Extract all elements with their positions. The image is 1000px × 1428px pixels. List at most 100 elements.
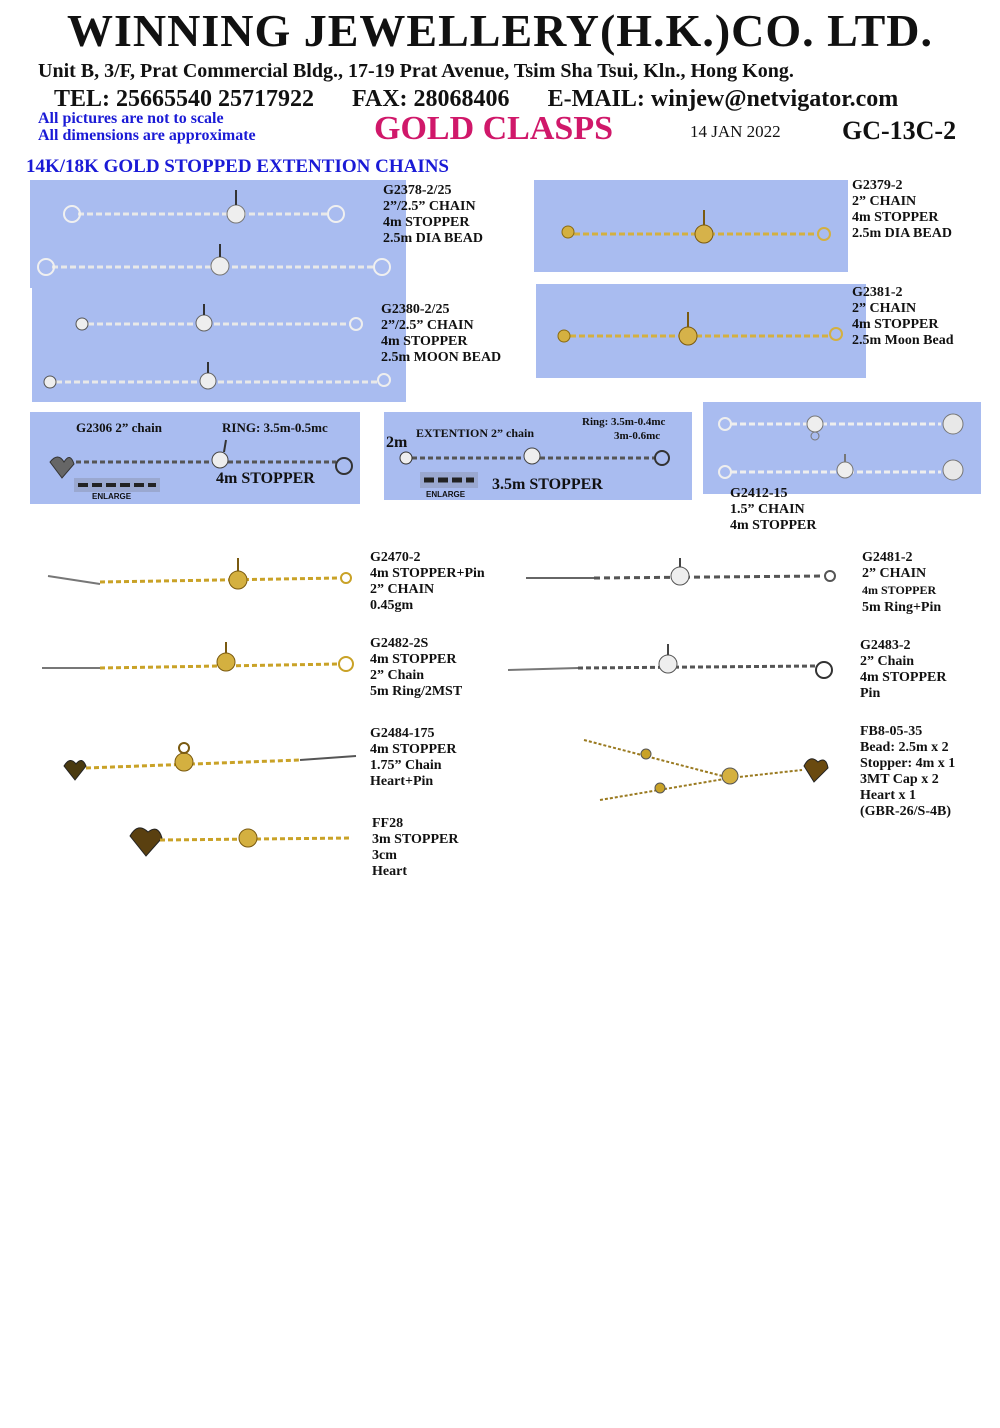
caption-g2380: G2380-2/25 2”/2.5” CHAIN 4m STOPPER 2.5m… [381,302,501,366]
section-title: 14K/18K GOLD STOPPED EXTENTION CHAINS [26,156,450,177]
spec-line: 4m STOPPER [852,210,939,225]
catalog-date: 14 JAN 2022 [690,122,781,141]
product-code: G2378-2/25 [383,183,452,198]
illustration-g2482 [42,642,354,672]
spec-line: 4m STOPPER [381,334,468,349]
caption-g2378: G2378-2/25 2”/2.5” CHAIN 4m STOPPER 2.5m… [383,183,483,247]
product-code: G2412-15 [730,486,788,501]
spec-line: 0.45gm [370,598,414,613]
product-photo-g2412 [703,402,981,494]
product-photo-g2379 [534,180,848,272]
product-code: G2380-2/25 [381,302,450,317]
enlarge-label: ENLARGE [92,492,132,501]
chain-illustration [49,439,353,492]
caption-g2482: G2482-2S 4m STOPPER 2” Chain 5m Ring/2MS… [370,636,462,700]
enlarge-label: ENLARGE [426,490,466,499]
product-code: G2483-2 [860,638,911,653]
spec-line: 2” Chain [370,668,425,683]
product-code: G2379-2 [852,178,903,193]
company-address: Unit B, 3/F, Prat Commercial Bldg., 17-1… [38,60,794,82]
chain-illustration [43,304,391,390]
spec-line: 2” Chain [860,654,915,669]
spec-line: (GBR-26/S-4B) [860,804,951,819]
spec-line: 2”/2.5” CHAIN [381,318,474,333]
spec-line: 2”/2.5” CHAIN [383,199,476,214]
chain-illustration [561,210,831,244]
stopper-spec: 3.5m STOPPER [492,476,603,493]
ring-spec: RING: 3.5m-0.5mc [222,420,328,435]
illustration-ff28 [129,827,353,857]
spec-line: 5m Ring+Pin [862,600,942,615]
spec-line: 1.5” CHAIN [730,502,805,517]
product-code: FF28 [372,816,404,831]
illustration-fb8 [583,739,829,801]
spec-line: 2.5m Moon Bead [852,333,954,348]
product-code: G2381-2 [852,285,903,300]
spec-line: Pin [860,686,881,701]
product-photo-g2306: G2306 2” chain RING: 3.5m-0.5mc 4m STOPP… [30,412,360,504]
product-code: G2482-2S [370,636,429,651]
spec-line: Heart+Pin [370,774,434,789]
spec-line: 4m STOPPER [852,317,939,332]
spec-line: 4m STOPPER [860,670,947,685]
spec-line: Heart x 1 [860,788,916,803]
ring-spec: 3m-0.6mc [614,430,661,442]
product-code: G2481-2 [862,550,913,565]
spec-line: 2” CHAIN [370,582,435,597]
caption-g2379: G2379-2 2” CHAIN 4m STOPPER 2.5m DIA BEA… [852,178,952,242]
spec-line: 2.5m DIA BEAD [383,231,483,246]
caption-g2483: G2483-2 2” Chain 4m STOPPER Pin [860,638,946,702]
spec-line: 2” CHAIN [852,194,917,209]
spec-line: 4m STOPPER+Pin [370,566,485,581]
product-photo-g2380 [32,288,406,402]
caption-g2470: G2470-2 4m STOPPER+Pin 2” CHAIN 0.45gm [370,550,485,614]
contact-line: TEL: 25665540 25717922 FAX: 28068406 E-MAI… [54,86,898,113]
spec-line: 2.5m MOON BEAD [381,350,502,365]
product-code: G2470-2 [370,550,421,565]
spec-line: 4m STOPPER [862,583,937,597]
spec-line: 2” CHAIN [862,566,927,581]
caption-g2484: G2484-175 4m STOPPER 1.75” Chain Heart+P… [370,726,456,790]
caption-g2412: G2412-15 1.5” CHAIN 4m STOPPER [730,486,816,534]
caption-g2481: G2481-2 2” CHAIN 4m STOPPER 5m Ring+Pin [862,550,941,616]
chain-illustration [37,190,391,276]
telephone: TEL: 25665540 25717922 [54,86,315,112]
chain-illustration [718,413,964,481]
caption-ff28: FF28 3m STOPPER 3cm Heart [372,816,458,880]
spec-line: 3m STOPPER [372,832,459,847]
product-photo-g2381 [536,284,866,378]
product-code: G2484-175 [370,726,435,741]
spec-line: 4m STOPPER [370,742,457,757]
catalog-title: GOLD CLASPS [374,110,613,147]
spec-line: Stopper: 4m x 1 [860,756,956,771]
note-scale: All pictures are not to scale [38,110,224,127]
company-name: WINNING JEWELLERY(H.K.)CO. LTD. [66,5,934,56]
product-photo-g2378 [30,180,406,288]
chain-illustration [399,447,670,488]
spec-line: 5m Ring/2MST [370,684,463,699]
spec-line: 3MT Cap x 2 [860,772,939,787]
spec-line: 2” CHAIN [852,301,917,316]
caption-fb8: FB8-05-35 Bead: 2.5m x 2 Stopper: 4m x 1… [860,724,955,820]
ring-spec: Ring: 3.5m-0.4mc [582,416,666,428]
product-code: EXTENTION 2” chain [416,426,535,440]
spec-line: 1.75” Chain [370,758,442,773]
note-dimensions: All dimensions are approximate [38,127,256,144]
product-photo-extention: 2m EXTENTION 2” chain Ring: 3.5m-0.4mc 3… [384,412,692,500]
spec-line: Heart [372,864,407,879]
illustration-g2484 [63,742,357,781]
fax: FAX: 28068406 [352,86,510,112]
spec-line: Bead: 2.5m x 2 [860,740,949,755]
size-label: 2m [386,434,408,451]
product-code: FB8-05-35 [860,724,923,739]
illustration-g2483 [507,644,833,679]
spec-line: 2.5m DIA BEAD [852,226,952,241]
catalog-code: GC-13C-2 [842,116,957,145]
spec-line: 4m STOPPER [383,215,470,230]
stopper-spec: 4m STOPPER [216,470,315,487]
spec-line: 4m STOPPER [730,518,817,533]
product-code: G2306 2” chain [76,420,162,435]
illustration-g2481 [526,558,836,586]
spec-line: 3cm [372,848,397,863]
email: E-MAIL: winjew@netvigator.com [547,86,899,112]
